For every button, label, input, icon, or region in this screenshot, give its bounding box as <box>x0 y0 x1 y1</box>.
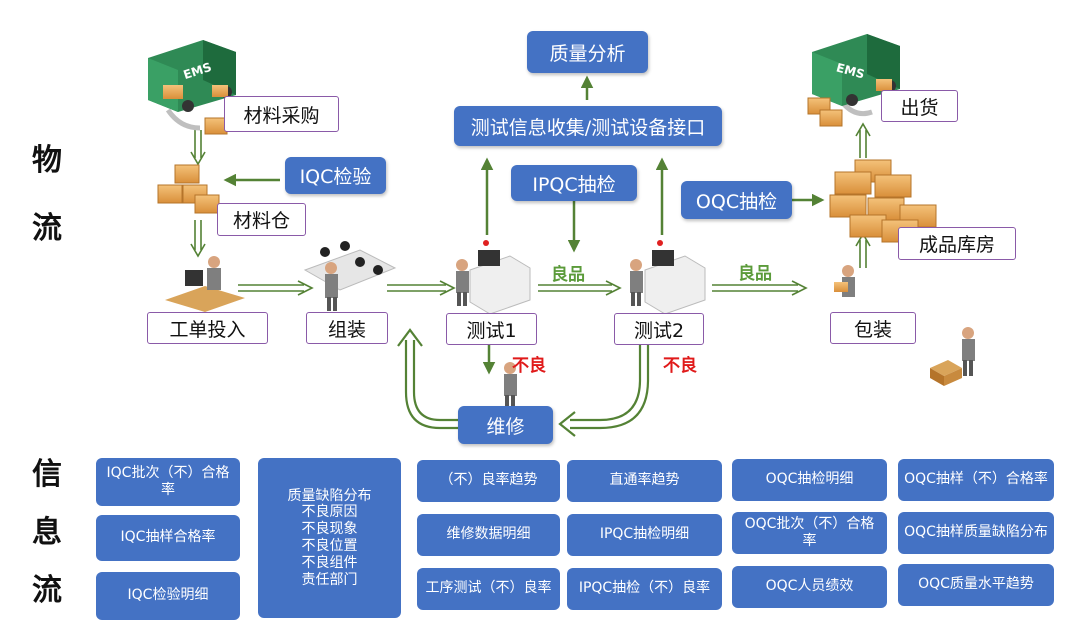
side-char: 流 <box>32 573 62 608</box>
info-line: 不良现象 <box>301 521 358 538</box>
test-machine-1-icon <box>456 240 531 315</box>
iqc-inspect-box: IQC检验 <box>285 157 386 194</box>
info-item: OQC批次（不）合格率 <box>732 512 887 554</box>
arrow-workorder-assembly <box>238 280 314 296</box>
work-order-box: 工单投入 <box>147 312 268 344</box>
info-item: IQC批次（不）合格率 <box>96 458 240 506</box>
packing-box: 包装 <box>830 312 916 344</box>
repair-box: 维修 <box>458 406 553 444</box>
repair-worker-icon <box>504 362 517 407</box>
material-purchase-box: 材料采购 <box>224 96 339 132</box>
process-arrows <box>190 122 871 296</box>
quality-analysis-box: 质量分析 <box>527 31 648 73</box>
box-packing-worker-icon <box>930 327 975 386</box>
info-item: IQC检验明细 <box>96 572 240 620</box>
material-warehouse-box: 材料仓 <box>217 203 306 236</box>
arrow-test1-test2 <box>538 280 622 296</box>
info-item: 直通率趋势 <box>567 460 722 502</box>
info-line: 不良位置 <box>301 538 358 554</box>
arrow-assembly-test1 <box>387 280 456 296</box>
info-item: 维修数据明细 <box>417 514 560 556</box>
side-char: 信 <box>32 457 62 492</box>
arrow-finished-shipping <box>855 122 871 158</box>
ipqc-box: IPQC抽检 <box>511 165 637 201</box>
info-line: 不良组件 <box>301 554 358 571</box>
info-item: OQC抽检明细 <box>732 459 887 501</box>
arrow-packing-warehouse <box>855 232 871 268</box>
good-label-1: 良品 <box>551 265 585 285</box>
assembly-box: 组装 <box>306 312 388 344</box>
info-item-defect-distribution: 质量缺陷分布 不良原因 不良现象 不良位置 不良组件 责任部门 <box>258 458 401 618</box>
arrow-purchase-warehouse <box>190 130 206 166</box>
shipping-box: 出货 <box>881 90 958 122</box>
ems-truck-left <box>148 40 236 112</box>
arrow-warehouse-workorder <box>190 220 206 258</box>
info-item: IPQC抽检（不）良率 <box>567 568 722 610</box>
test-info-box: 测试信息收集/测试设备接口 <box>454 106 722 146</box>
bad-label-1: 不良 <box>512 356 546 376</box>
thin-arrows <box>223 75 825 375</box>
box-icon-small <box>204 97 843 135</box>
info-item: OQC抽样（不）合格率 <box>898 459 1054 501</box>
repair-loop <box>397 328 650 437</box>
bad-label-2: 不良 <box>663 356 697 376</box>
side-char: 息 <box>32 515 62 550</box>
test-machine-2-icon <box>630 240 706 315</box>
test2-box: 测试2 <box>614 313 704 345</box>
assembly-line-icon <box>303 241 397 311</box>
info-item: OQC抽样质量缺陷分布 <box>898 512 1054 554</box>
info-item: 工序测试（不）良率 <box>417 568 560 610</box>
info-item: IPQC抽检明细 <box>567 514 722 556</box>
ems-truck-right <box>812 34 900 106</box>
truck-curve <box>165 108 201 131</box>
info-line: 质量缺陷分布 <box>287 487 372 504</box>
info-line: 责任部门 <box>301 571 358 588</box>
test1-box: 测试1 <box>446 313 537 345</box>
worker-desk-icon <box>165 256 245 312</box>
arrow-test2-packing <box>712 280 808 296</box>
side-char: 流 <box>32 211 62 246</box>
info-item: IQC抽样合格率 <box>96 515 240 561</box>
good-label-2: 良品 <box>738 264 772 284</box>
finished-warehouse-box: 成品库房 <box>898 227 1016 260</box>
boxes-icon-material-warehouse <box>157 164 220 214</box>
info-item: OQC质量水平趋势 <box>898 564 1054 606</box>
side-char: 物 <box>32 143 62 178</box>
oqc-box: OQC抽检 <box>681 181 792 219</box>
info-item: OQC人员绩效 <box>732 566 887 608</box>
packing-worker-icon <box>834 265 855 297</box>
info-line: 不良原因 <box>301 504 358 521</box>
info-item: （不）良率趋势 <box>417 460 560 502</box>
